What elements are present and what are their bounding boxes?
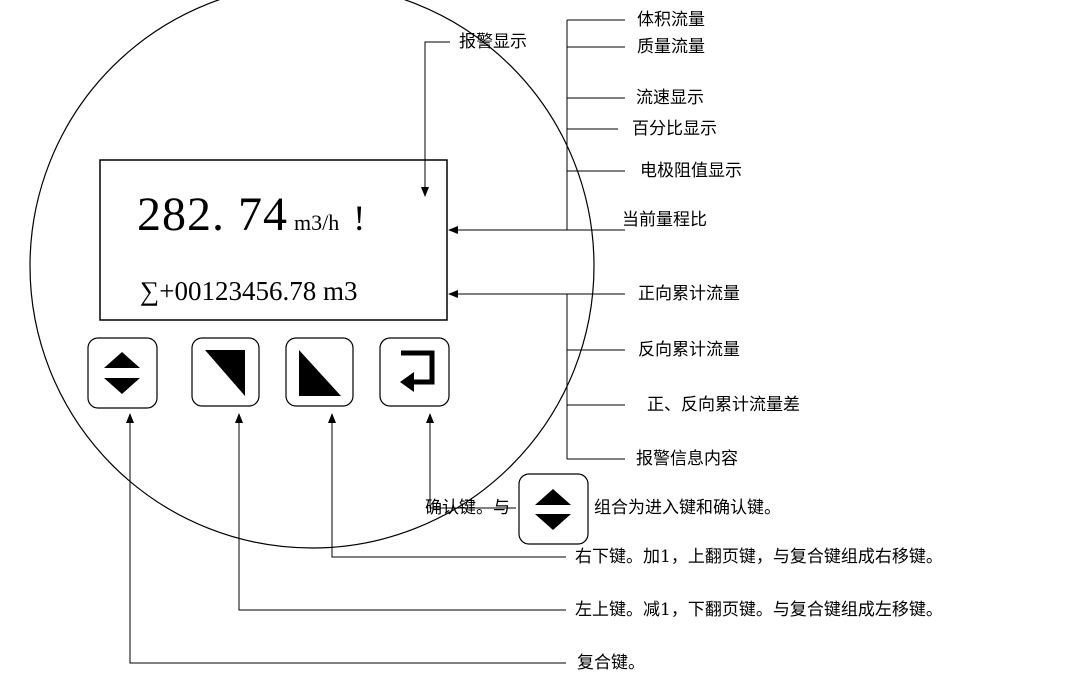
compound-key-desc: 复合键。 <box>577 653 645 673</box>
right-down-key-desc: 右下键。加1，上翻页键，与复合键组成右移键。 <box>575 547 943 567</box>
left-up-key[interactable] <box>191 337 260 407</box>
right-down-key[interactable] <box>285 337 354 407</box>
enter-key[interactable] <box>379 337 450 407</box>
label-net-total: 正、反向累计流量差 <box>647 395 800 415</box>
enter-key-desc-start: 确认键。与 <box>425 498 510 518</box>
total-value: +00123456.78 m3 <box>159 276 358 306</box>
flow-unit: m3/h <box>294 210 340 235</box>
left-up-key-desc: 左上键。减1，下翻页键。与复合键组成左移键。 <box>575 600 943 620</box>
alarm-mark: ! <box>353 198 366 238</box>
inline-compound-key <box>518 473 589 545</box>
flow-value: 282. 74 <box>137 188 288 241</box>
label-alarm-display: 报警显示 <box>459 32 527 52</box>
return-arrow-icon <box>400 350 435 392</box>
top-right-triangle-icon <box>205 350 245 396</box>
enter-key-desc-end: 组合为进入键和确认键。 <box>594 498 781 518</box>
up-down-triangles-icon <box>535 489 571 530</box>
label-electrode-display: 电极阻值显示 <box>640 161 742 181</box>
meter-face-circle <box>29 0 595 549</box>
up-down-triangles-icon <box>104 352 140 394</box>
left-up-key-leader <box>235 413 566 611</box>
enter-key-leader <box>426 413 516 509</box>
compound-key[interactable] <box>87 337 158 409</box>
label-forward-total: 正向累计流量 <box>638 284 740 304</box>
right-down-key-leader <box>328 413 566 558</box>
label-volume-flow: 体积流量 <box>637 10 705 30</box>
label-reverse-total: 反向累计流量 <box>638 340 740 360</box>
total-reading: ∑+00123456.78 m3 <box>140 276 357 307</box>
label-range-ratio: 当前量程比 <box>622 210 707 230</box>
bottom-right-triangle-icon <box>299 350 341 396</box>
compound-key-leader <box>126 413 566 664</box>
label-mass-flow: 质量流量 <box>637 37 705 57</box>
label-velocity-display: 流速显示 <box>636 88 704 108</box>
label-alarm-info: 报警信息内容 <box>636 449 738 469</box>
sigma-symbol: ∑ <box>140 276 160 306</box>
label-percent-display: 百分比显示 <box>632 119 717 139</box>
alarm-leader-line <box>421 41 450 197</box>
lcd-display-frame <box>99 159 448 321</box>
